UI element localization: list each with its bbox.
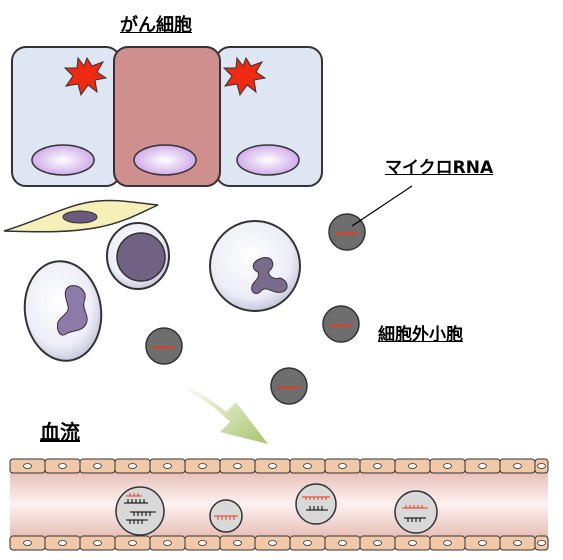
endothelial-nucleus <box>58 463 67 469</box>
neutrophil-nucleus <box>251 256 288 294</box>
vesicle-1 <box>328 213 366 251</box>
cancer-cells-label: がん細胞 <box>120 15 192 36</box>
endothelial-nucleus <box>233 540 242 546</box>
endothelial-nucleus <box>408 463 417 469</box>
vesicle-2 <box>322 305 360 343</box>
endothelial-nucleus <box>128 463 137 469</box>
macrophage-cell <box>23 260 103 362</box>
nucleus-middle <box>133 144 197 176</box>
endothelial-nucleus <box>303 540 312 546</box>
endothelial-nucleus <box>478 540 487 546</box>
exosome-label: 細胞外小胞 <box>378 325 463 345</box>
endothelial-nucleus <box>513 540 522 546</box>
macrophage-nucleus <box>57 285 88 336</box>
endothelial-nucleus <box>163 540 172 546</box>
vessel-vesicle-1 <box>115 486 165 536</box>
endothelial-nucleus <box>537 540 546 546</box>
endothelial-nucleus <box>303 463 312 469</box>
vessel-vesicle-2 <box>209 499 243 533</box>
vessel-vesicle-3 <box>295 483 337 525</box>
endothelial-nucleus <box>443 540 452 546</box>
endothelial-nucleus <box>338 540 347 546</box>
cancer-cell-group <box>11 46 323 187</box>
vessel-top-wall <box>9 458 549 474</box>
endothelial-nucleus <box>513 463 522 469</box>
microrna-label: マイクロRNA <box>385 158 494 178</box>
endothelial-nucleus <box>198 463 207 469</box>
mutation-star-icon <box>222 56 267 97</box>
bloodstream-label: 血流 <box>40 420 80 444</box>
mutation-star-icon <box>63 56 108 97</box>
fibroblast-nucleus <box>62 210 98 224</box>
endothelial-nucleus <box>93 540 102 546</box>
vesicle-4 <box>270 367 308 405</box>
endothelial-nucleus <box>23 463 32 469</box>
vesicle-3 <box>145 327 183 365</box>
endothelial-nucleus <box>443 463 452 469</box>
endothelial-nucleus <box>128 540 137 546</box>
flow-arrow-icon <box>183 384 268 444</box>
endothelial-nucleus <box>408 540 417 546</box>
endothelial-nucleus <box>58 540 67 546</box>
endothelial-nucleus <box>338 463 347 469</box>
endothelial-nucleus <box>268 540 277 546</box>
vessel-bottom-wall <box>9 535 549 551</box>
endothelial-nucleus <box>373 463 382 469</box>
endothelial-nucleus <box>198 540 207 546</box>
blood-vessel <box>9 458 549 551</box>
microrna-pointer-line <box>351 185 413 227</box>
endothelial-nucleus <box>268 463 277 469</box>
endothelial-nucleus <box>163 463 172 469</box>
vessel-vesicle-4 <box>394 490 438 534</box>
endothelial-nucleus <box>373 540 382 546</box>
endothelial-nucleus <box>233 463 242 469</box>
endothelial-nucleus <box>478 463 487 469</box>
lymphocyte-nucleus <box>116 232 166 282</box>
endothelial-nucleus <box>23 540 32 546</box>
endothelial-nucleus <box>93 463 102 469</box>
endothelial-nucleus <box>537 463 546 469</box>
nucleus-right <box>236 144 300 176</box>
nucleus-left <box>31 144 95 176</box>
